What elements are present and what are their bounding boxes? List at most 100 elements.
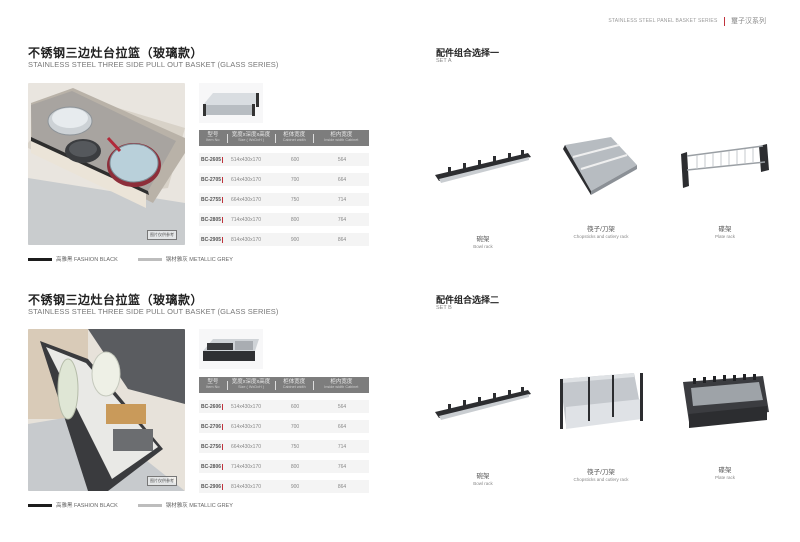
header-divider [274,380,276,390]
legend-label-grey: 钢材雅灰 METALLIC GREY [165,503,233,509]
accessory-name-en: Bowl rack [473,481,493,486]
inside-width-cell: 564 [337,156,347,163]
cabinet-width-cell: 800 [290,216,300,223]
color-legend: 高雅黑 FASHION BLACK 钢材雅灰 METALLIC GREY [28,255,233,263]
size-cell: 714x430x170 [231,463,262,470]
accessory-name-cn: 碟架 [718,467,732,474]
accessory-name-en: Plate rack [714,475,735,480]
product-thumbnail [199,83,263,123]
product-section-1: 不锈钢三边灶台拉篮（玻璃款） STAINLESS STEEL THREE SID… [28,46,378,263]
header-size-cn: 宽度x深度x高度 [231,379,271,385]
drawer-dishes-image [28,329,185,491]
red-marker [222,176,223,183]
set-title-en: SET A [436,58,452,64]
accessory-name-en: Plate rack [714,234,735,239]
color-legend: 高雅黑 FASHION BLACK 钢材雅灰 METALLIC GREY [28,501,233,509]
model-number: BC-2605 [201,156,222,163]
accessory-name-cn: 筷子/刀架 [587,226,615,233]
red-marker [222,196,223,203]
inside-width-cell: 864 [337,483,347,490]
accessory-name-en: Chopsticks and cutlery rack [573,477,629,482]
set-title-cn: 配件组合选择二 [436,295,500,305]
accessory-name-en: Chopsticks and cutlery rack [573,234,629,239]
series-header-cn: 璽子汉系列 [731,18,766,25]
size-cell: 664x430x170 [231,443,262,450]
cabinet-width-cell: 600 [290,156,300,163]
inside-width-cell: 764 [337,216,347,223]
size-cell: 514x430x170 [231,403,262,410]
model-number: BC-2905 [201,236,222,243]
inside-width-cell: 864 [337,236,347,243]
set-title-cn: 配件组合选择一 [436,48,500,58]
table-row: BC-2605 514x430x170 600 564 [199,153,369,166]
cabinet-width-cell: 750 [290,443,300,450]
model-number: BC-2806 [201,463,222,470]
product-photo: 图片仅供参考 [28,83,185,245]
accessory-name-cn: 碗架 [476,236,490,243]
red-marker [222,216,223,223]
size-cell: 514x430x170 [231,156,262,163]
accessory-plate-rack: 碟架 Plate rack [670,130,780,240]
legend-label-grey: 钢材雅灰 METALLIC GREY [165,257,233,263]
accessory-cutlery-rack: 筷子/刀架 Chopsticks and cutlery rack [546,367,656,483]
header-cabinet-width-en: Cabinet width [282,138,306,142]
header-divider [226,380,228,390]
accessory-cutlery-rack: 筷子/刀架 Chopsticks and cutlery rack [546,130,656,240]
model-number: BC-2706 [201,423,222,430]
cabinet-width-cell: 700 [290,423,300,430]
section-title-cn: 不锈钢三边灶台拉篮（玻璃款） [28,46,204,60]
bowl-rack-image [435,387,531,420]
section-title-cn: 不锈钢三边灶台拉篮（玻璃款） [28,293,204,307]
legend-label-black: 高雅黑 FASHION BLACK [56,257,118,263]
red-marker [222,156,223,163]
header-inside-width-cn: 柜内宽度 [330,379,353,385]
header-divider [312,133,314,143]
cutlery-rack-image [560,373,643,429]
header-inside-width-en: Inside width Cabinet [324,385,359,389]
accessory-name-cn: 碗架 [476,473,490,480]
size-cell: 664x430x170 [231,196,262,203]
header-item-no-en: Item No [206,385,220,389]
inside-width-cell: 664 [337,176,347,183]
fashion-black-swatch [28,257,52,261]
size-cell: 714x430x170 [231,216,262,223]
red-marker [222,483,223,490]
model-number: BC-2705 [201,176,222,183]
header-divider [226,133,228,143]
section-title-en: STAINLESS STEEL THREE SIDE PULL OUT BASK… [28,60,279,69]
accessory-set-b: 配件组合选择二 SET B 碗架 Bowl rack 筷子/刀架 Chopsti… [435,295,786,486]
header-divider [274,133,276,143]
drawer-pots-image [28,83,185,245]
size-cell: 614x430x170 [231,176,262,183]
model-number: BC-2805 [201,216,222,223]
red-marker [222,403,223,410]
header-cabinet-width-en: Cabinet width [282,385,306,389]
photo-badge: 图片仅供参考 [147,230,177,240]
size-cell: 814x430x170 [231,236,262,243]
product-section-2: 不锈钢三边灶台拉篮（玻璃款） STAINLESS STEEL THREE SID… [28,293,378,509]
table-row: BC-2805 714x430x170 800 764 [199,213,369,226]
accessory-bowl-rack: 碗架 Bowl rack [428,367,538,487]
accessory-name-cn: 筷子/刀架 [587,469,615,476]
header-cabinet-width-cn: 柜体宽度 [283,379,306,385]
accessory-bowl-rack: 碗架 Bowl rack [428,130,538,250]
cabinet-width-cell: 900 [290,483,300,490]
model-number: BC-2906 [201,483,222,490]
fashion-black-swatch [28,503,52,507]
header-size-en: Size ( WxDxH ) [238,138,265,142]
red-marker [222,423,223,430]
accessory-name-en: Bowl rack [473,244,493,249]
inside-width-cell: 714 [337,443,347,450]
header-size-cn: 宽度x深度x高度 [231,132,271,138]
product-photo: 图片仅供参考 [28,329,185,491]
accessory-name-cn: 碟架 [718,226,732,233]
model-number: BC-2756 [201,443,222,450]
metallic-grey-swatch [137,503,162,507]
metallic-grey-swatch [137,257,162,261]
series-header-en: STAINLESS STEEL PANEL BASKET SERIES [608,18,718,24]
product-thumbnail [199,329,263,369]
